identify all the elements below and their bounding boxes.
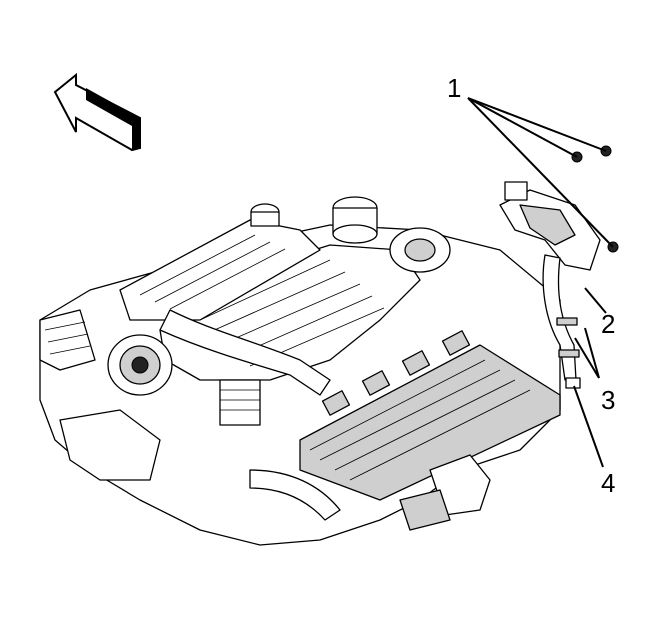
front-direction-arrow-icon: [53, 72, 141, 152]
hose-clamp-icon: [556, 317, 581, 389]
leader-lines: [467, 97, 614, 468]
callout-1: 1: [447, 73, 461, 103]
callout-4: 4: [601, 468, 615, 498]
callout-2: 2: [601, 309, 615, 339]
callout-3: 3: [601, 385, 615, 415]
engine-assembly-illustration: [39, 196, 561, 546]
bracket-icon: [499, 181, 601, 271]
